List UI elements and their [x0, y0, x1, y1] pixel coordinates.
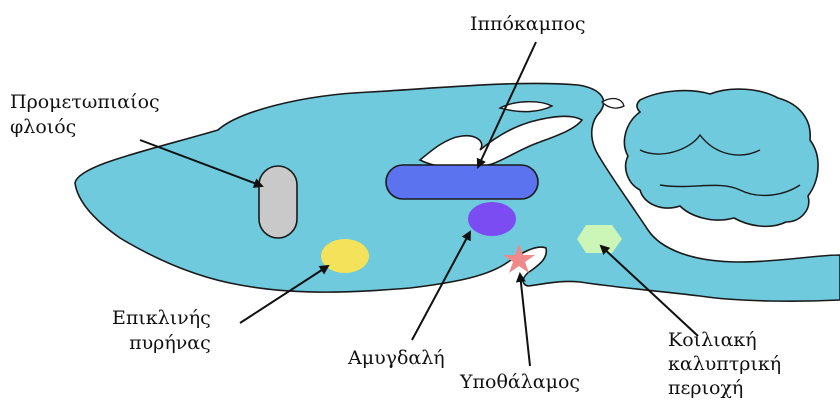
- amygdala-label: Αμυγδαλή: [348, 346, 445, 371]
- nucleus-accumbens-label-line-2: πυρήνας: [112, 331, 211, 356]
- prefrontal-cortex-label-line-1: Προμετωπιαίος: [10, 90, 160, 115]
- vta-label-line-1: Κοιλιακή: [668, 328, 781, 352]
- ventral-tegmental-area-label: Κοιλιακή καλυπτρική περιοχή: [668, 328, 781, 400]
- nucleus-accumbens-shape: [321, 239, 369, 273]
- vta-label-line-2: καλυπτρική: [668, 352, 781, 376]
- nucleus-accumbens-label-line-1: Επικλινής: [112, 306, 211, 331]
- prefrontal-cortex-shape: [259, 166, 297, 238]
- amygdala-shape: [468, 202, 516, 236]
- cortex-notch: [602, 99, 624, 109]
- hippocampus-label: Ιππόκαμπος: [470, 12, 586, 37]
- hypothalamus-arrow: [520, 274, 530, 366]
- nucleus-accumbens-label: Επικλινής πυρήνας: [112, 306, 211, 356]
- hippocampus-shape: [386, 165, 538, 199]
- prefrontal-cortex-label: Προμετωπιαίος φλοιός: [10, 90, 160, 140]
- vta-label-line-3: περιοχή: [668, 376, 781, 400]
- prefrontal-cortex-label-line-2: φλοιός: [10, 115, 160, 140]
- hypothalamus-label: Υποθάλαμος: [460, 370, 580, 395]
- cerebellum: [624, 89, 818, 226]
